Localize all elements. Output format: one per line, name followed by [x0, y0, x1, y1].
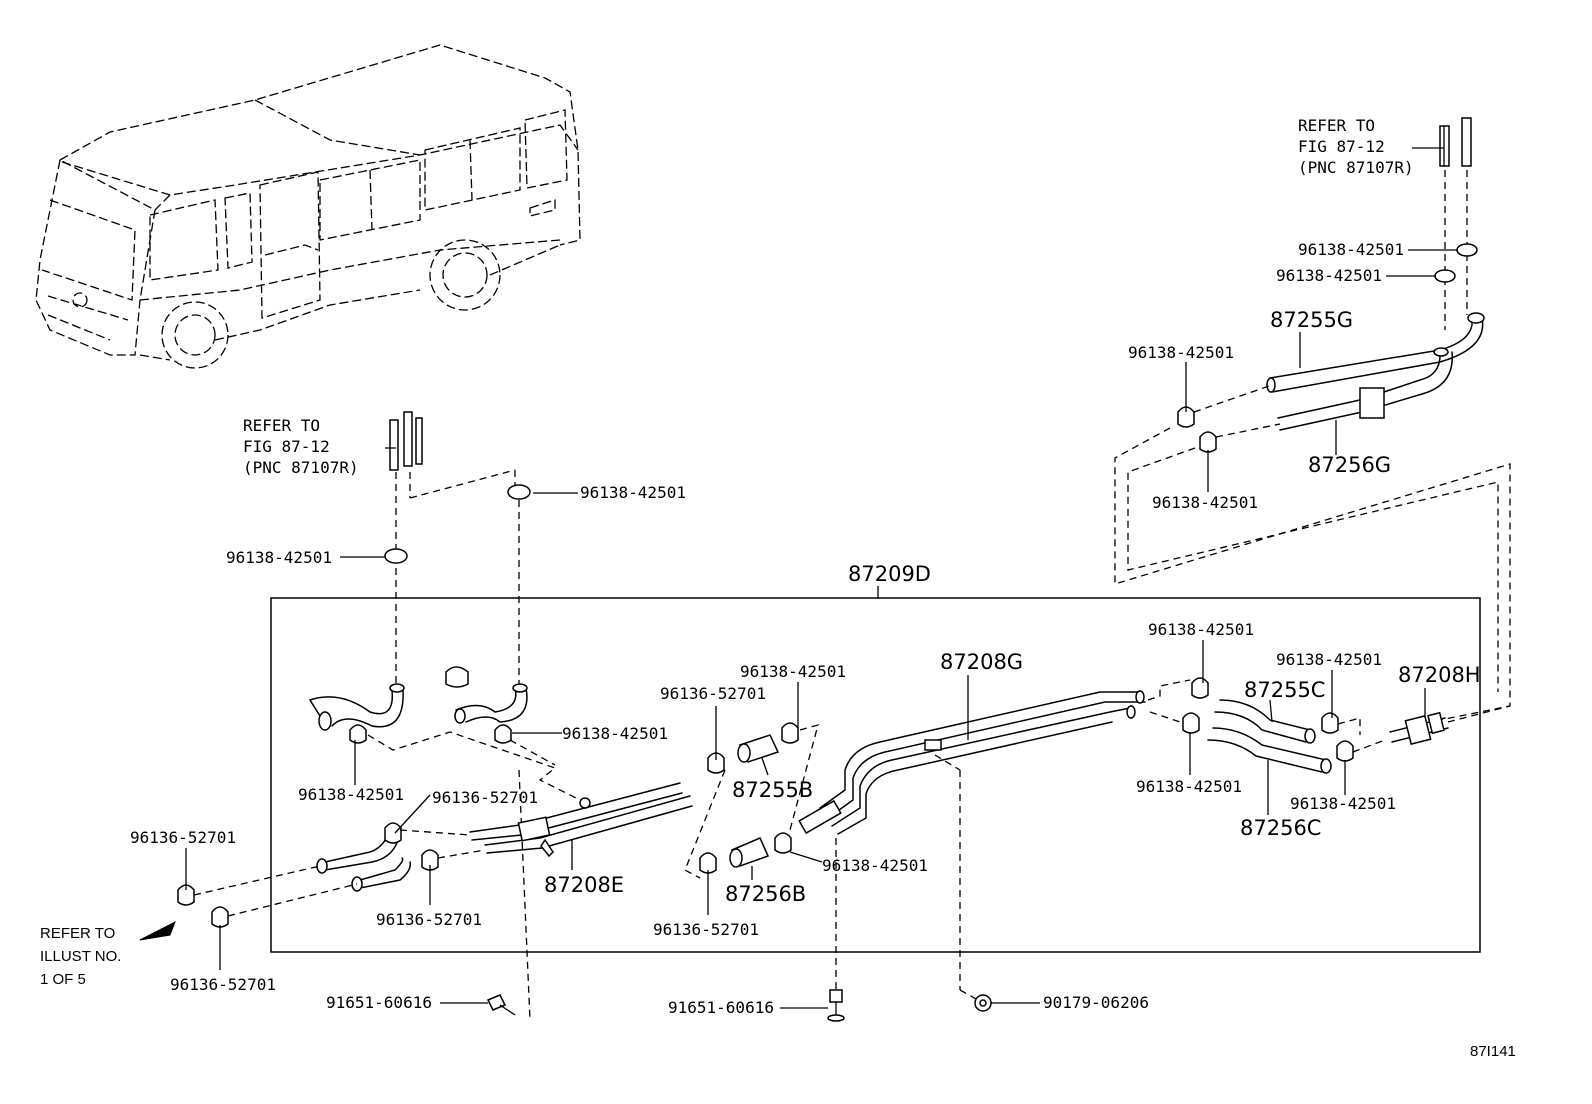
part-label-p3: 87255G — [1270, 308, 1353, 332]
part-label-p32: 91651-60616 — [668, 998, 774, 1017]
part-label-p25: 96138-42501 — [1136, 777, 1242, 796]
part-label-p2: 96138-42501 — [1276, 266, 1382, 285]
part-label-p30: 87256C — [1240, 816, 1321, 840]
part-label-p21: 96138-42501 — [822, 856, 928, 875]
left-upper-hose-set — [308, 411, 581, 1021]
part-label-p8: 96138-42501 — [226, 548, 332, 567]
part-label-p26: 87255C — [1244, 678, 1325, 702]
refer-illust-1: REFER TO — [40, 925, 115, 942]
labels: REFER TO FIG 87-12 (PNC 87107R) 96138-42… — [40, 116, 1516, 1060]
part-label-p12: 96136-52701 — [130, 828, 236, 847]
assembly-label: 87209D — [848, 562, 931, 586]
part-label-p23: 87208G — [940, 650, 1023, 674]
refer-text-left-3: (PNC 87107R) — [243, 458, 359, 477]
refer-text-top-right-2: FIG 87-12 — [1298, 137, 1385, 156]
pipe-87208G — [798, 690, 1146, 1001]
part-label-p19: 87255B — [732, 778, 813, 802]
part-label-p15: 96136-52701 — [170, 975, 276, 994]
part-label-p6: 96138-42501 — [1152, 493, 1258, 512]
part-label-p22: 96136-52701 — [653, 920, 759, 939]
refer-arrow-icon — [139, 920, 176, 941]
part-label-p10: 96138-42501 — [298, 785, 404, 804]
part-label-p24: 96138-42501 — [1148, 620, 1254, 639]
bus-illustration — [35, 44, 581, 369]
refer-text-top-right-1: REFER TO — [1298, 116, 1375, 135]
part-label-p29: 96138-42501 — [1290, 794, 1396, 813]
part-label-p28: 96138-42501 — [1276, 650, 1382, 669]
part-label-p17: 96138-42501 — [740, 662, 846, 681]
bottom-fasteners — [440, 989, 1040, 1022]
part-label-p7: 96138-42501 — [580, 483, 686, 502]
refer-text-left-2: FIG 87-12 — [243, 437, 330, 456]
top-right-hose-set — [1114, 117, 1511, 721]
leader-lines — [185, 147, 1458, 970]
part-label-p13: 87208E — [544, 873, 624, 897]
refer-text-top-right-3: (PNC 87107R) — [1298, 158, 1414, 177]
part-label-p27: 87208H — [1398, 663, 1481, 687]
part-label-p11: 96136-52701 — [432, 788, 538, 807]
refer-text-left-1: REFER TO — [243, 416, 320, 435]
part-label-p20: 87256B — [725, 882, 806, 906]
right-hose-set — [1147, 677, 1511, 774]
center-hose-set — [684, 722, 819, 879]
part-label-p16: 96136-52701 — [660, 684, 766, 703]
part-label-p4: 96138-42501 — [1128, 343, 1234, 362]
part-label-p14: 96136-52701 — [376, 910, 482, 929]
assembly-frame — [270, 597, 1481, 953]
part-label-p5: 87256G — [1308, 453, 1391, 477]
figure-code: 87I141 — [1470, 1043, 1516, 1060]
pipe-87208E — [177, 782, 693, 928]
refer-illust-3: 1 OF 5 — [40, 971, 86, 988]
part-label-p31: 91651-60616 — [326, 993, 432, 1012]
part-label-p9: 96138-42501 — [562, 724, 668, 743]
refer-illust-2: ILLUST NO. — [40, 948, 121, 965]
part-label-p33: 90179-06206 — [1043, 993, 1149, 1012]
part-label-p1: 96138-42501 — [1298, 240, 1404, 259]
